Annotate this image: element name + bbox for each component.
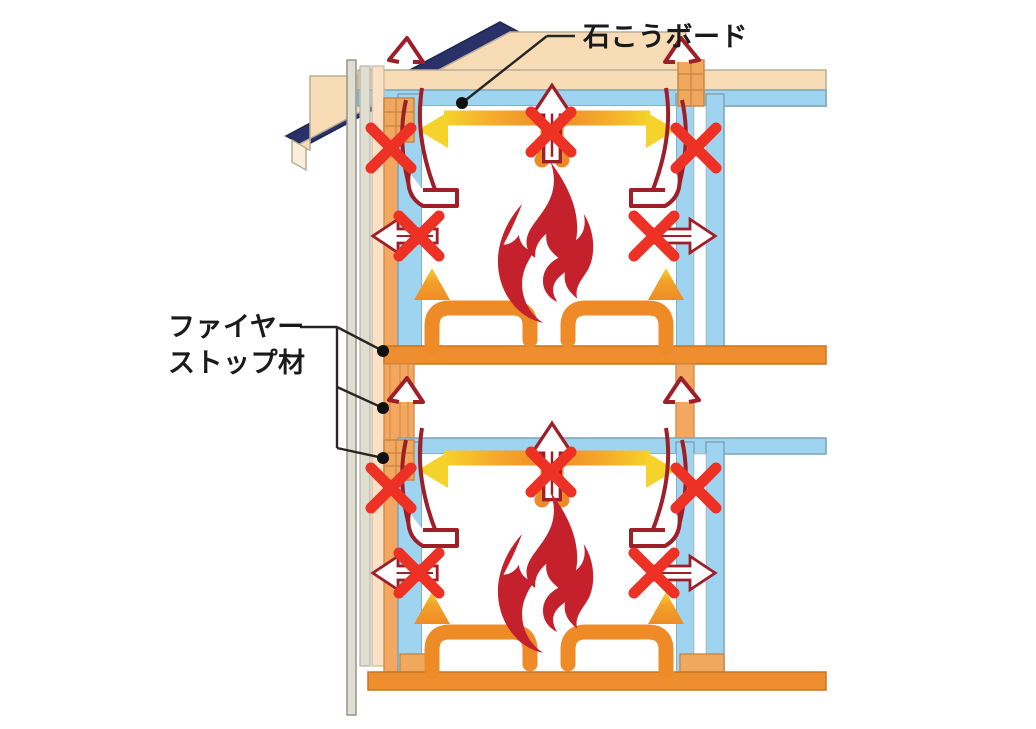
sill-plate — [367, 671, 827, 691]
cross-mark-upper-center — [525, 106, 577, 158]
heat-rise-head-lower-right — [648, 592, 684, 624]
heat-rise-arrow-upper-right — [560, 300, 674, 356]
fire-stop-material-label: ファイヤー ストップ材 — [168, 312, 306, 378]
ceiling-gypsum-board-upper — [357, 89, 827, 107]
cross-mark-lower-left-mid — [393, 547, 445, 599]
cross-mark-upper-left — [365, 122, 417, 174]
firestop-block-base-right — [679, 653, 725, 675]
exterior-siding — [346, 59, 357, 716]
leader-gypsum-board — [461, 35, 548, 104]
heat-rise-head-upper-left — [414, 268, 450, 300]
gypsum-board-label: 石こうボード — [583, 22, 748, 52]
upper-floor-flow-indicators — [365, 36, 722, 356]
heat-arrowhead-upper-right — [646, 112, 676, 148]
leader-firestop-3 — [336, 446, 384, 460]
cross-mark-lower-right-mid — [628, 547, 680, 599]
blocked-flow-upper-left — [387, 36, 459, 208]
leader-dot-gypsum-board — [456, 97, 468, 109]
heat-arrowhead-lower-right — [646, 452, 676, 488]
cross-mark-upper-left-mid — [393, 210, 445, 262]
heat-rise-head-lower-left — [414, 592, 450, 624]
partition-stud-mid — [675, 363, 695, 451]
blocked-flow-lower-left — [387, 376, 459, 548]
blocked-flow-upper-right — [629, 36, 701, 208]
cross-mark-lower-center — [525, 446, 577, 498]
cross-mark-upper-right — [670, 122, 722, 174]
exterior-siding-inner — [359, 65, 371, 667]
cross-mark-lower-right — [670, 462, 722, 514]
heat-rise-arrow-lower-right — [560, 624, 674, 680]
heat-rise-arrow-upper-left — [424, 300, 538, 356]
cross-mark-lower-left — [365, 462, 417, 514]
firestop-block-base-left — [399, 653, 427, 675]
floor-beam-mid — [383, 345, 827, 365]
lower-floor-flow-indicators — [365, 376, 722, 680]
leader-dot-firestop-2 — [377, 402, 389, 414]
heat-arrowhead-lower-left — [418, 452, 448, 488]
heat-rise-head-upper-right — [648, 268, 684, 300]
blocked-flow-lower-right — [629, 376, 701, 548]
firestop-block-upper-right — [677, 59, 705, 107]
leader-dot-firestop-1 — [377, 345, 389, 357]
cross-mark-upper-right-mid — [628, 210, 680, 262]
leader-firestop-2 — [336, 385, 384, 410]
heat-arrowhead-upper-left — [418, 112, 448, 148]
leader-lines — [300, 34, 575, 464]
leader-dot-firestop-3 — [377, 452, 389, 464]
leader-firestop-1 — [336, 325, 384, 353]
